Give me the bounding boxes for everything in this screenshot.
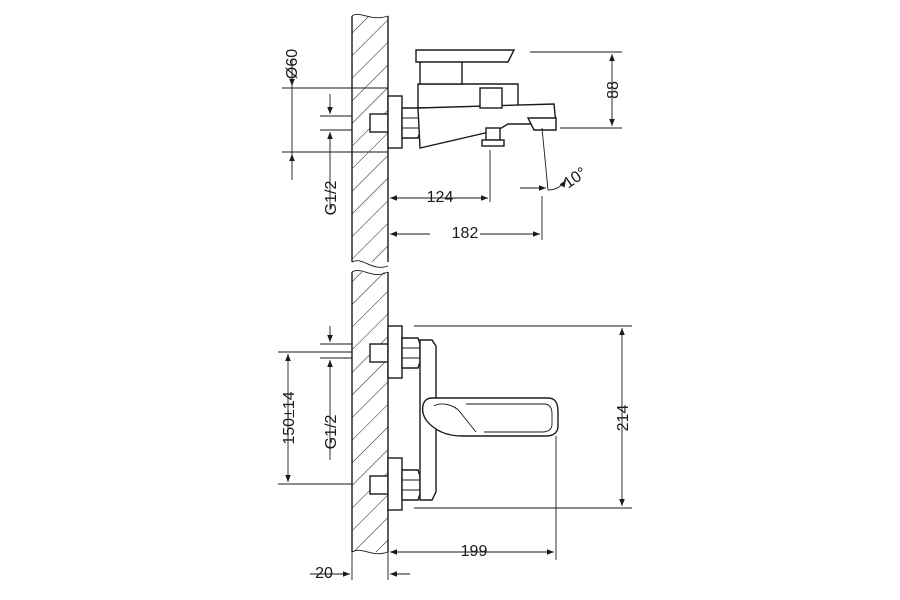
dim-wall-offset-label: 20: [315, 565, 333, 582]
dimension-lines-bottom: [278, 325, 632, 580]
dim-diameter-label: Ø60: [284, 49, 301, 79]
wall-top: [351, 13, 389, 268]
dim-centers-label: 150±14: [281, 391, 298, 444]
dim-height-front-label: 214: [615, 405, 632, 432]
dim-thread-bottom-label: G1/2: [323, 415, 340, 450]
dim-height-top-label: 88: [605, 81, 622, 99]
dim-spout-angle-label: 10°: [561, 164, 591, 192]
dim-depth-front-label: 199: [461, 543, 488, 560]
wall-bottom: [351, 270, 389, 555]
mixer-front-view: [369, 325, 559, 511]
dimension-lines-top: [282, 51, 622, 240]
dim-spout-reach-label: 124: [427, 189, 454, 206]
dim-total-depth-top-label: 182: [452, 225, 479, 242]
mixer-side-view: [369, 49, 557, 191]
dim-thread-top-label: G1/2: [323, 181, 340, 216]
